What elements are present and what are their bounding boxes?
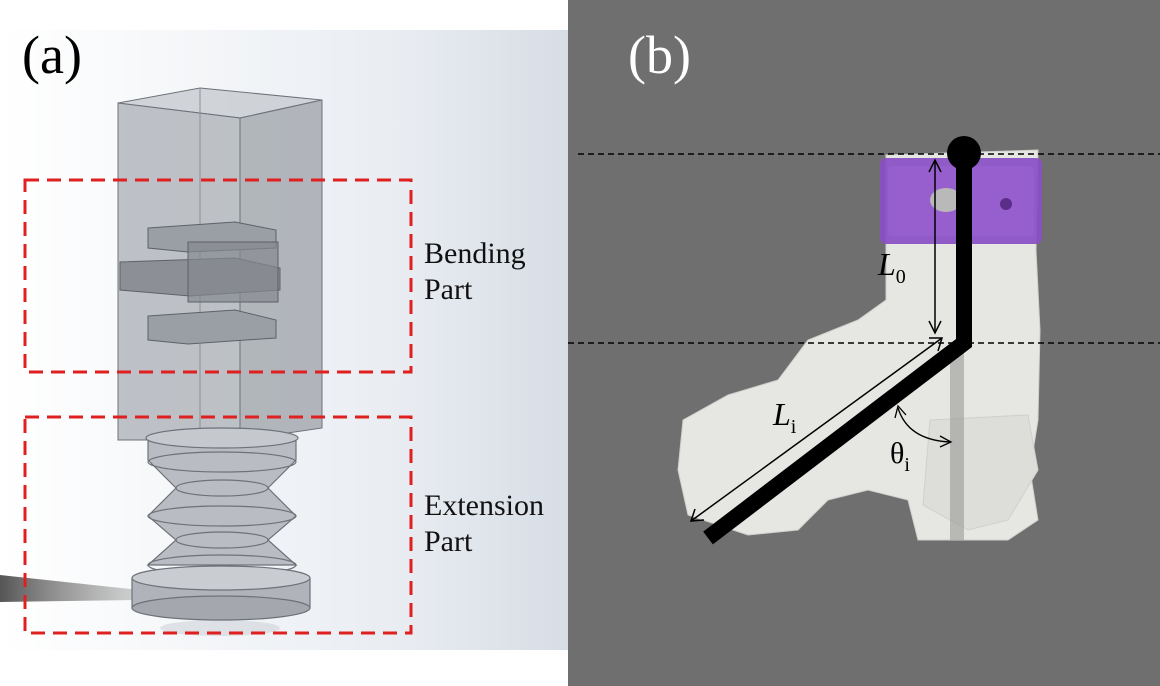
vertical-reference-axis <box>950 345 964 540</box>
bending-label-line1: Bending <box>424 237 526 270</box>
theta-arc <box>897 407 951 443</box>
li-label: Li <box>772 396 797 438</box>
extension-label-line2: Part <box>424 525 473 558</box>
bending-part-box <box>23 178 413 374</box>
cad-model-illustration <box>0 30 568 650</box>
panel-label-a: (a) <box>22 25 82 85</box>
theta-label: θi <box>890 437 910 476</box>
extension-label-line1: Extension <box>424 489 544 522</box>
panel-b: L0 Li θi (b) <box>568 0 1160 686</box>
extension-bellows <box>131 427 311 621</box>
theta-arrowhead-top <box>894 404 907 419</box>
bent-actuator-photo: L0 Li θi <box>568 136 1160 545</box>
l0-dimension-arrow <box>928 158 942 335</box>
panel-a: (a) Bending Part Extension Part <box>0 0 568 686</box>
extension-part-label: Extension Part <box>424 488 544 560</box>
theta-arrowhead-bottom <box>939 435 953 448</box>
kinematic-links <box>703 153 972 545</box>
l0-label: L0 <box>877 246 906 288</box>
bending-slots <box>119 221 281 345</box>
floor-shadow <box>0 575 140 602</box>
li-dimension-arrow <box>689 337 944 522</box>
extension-part-box <box>23 415 413 635</box>
bending-part-label: Bending Part <box>424 236 526 308</box>
bending-label-line2: Part <box>424 273 473 306</box>
panel-label-b: (b) <box>628 25 691 85</box>
